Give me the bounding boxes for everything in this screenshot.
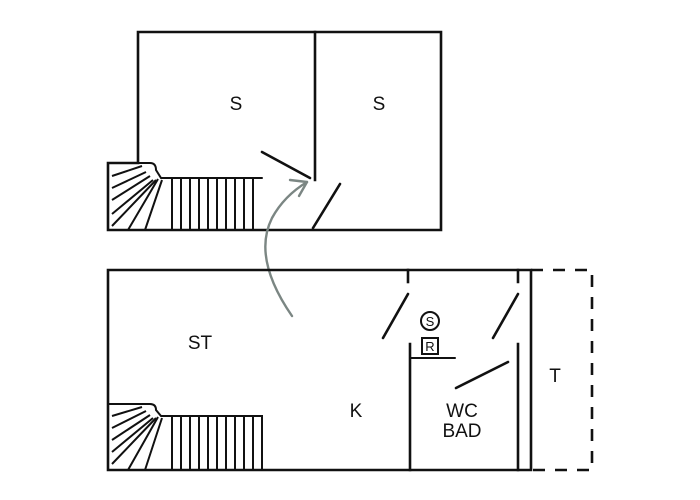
- upper-staircase: [107, 162, 263, 231]
- room-label-terrace: T: [549, 366, 561, 387]
- room-label-kitchen: K: [350, 401, 363, 422]
- room-label-bedroom-right: S: [373, 94, 386, 115]
- door-living-hall: [381, 292, 410, 340]
- utility-square-symbol: R: [421, 337, 439, 355]
- door-terrace: [491, 292, 520, 340]
- arrow-head: [288, 178, 309, 198]
- room-label-bedroom-left: S: [230, 94, 243, 115]
- upper-door-right: [311, 182, 342, 230]
- lower-staircase: [107, 403, 263, 471]
- upper-door-left: [260, 150, 312, 180]
- utility-circle-symbol: S: [420, 311, 440, 331]
- label-line: BAD: [442, 421, 481, 442]
- arrow-curve: [264, 180, 309, 318]
- label-line: WC: [446, 401, 478, 422]
- door-bathroom: [454, 360, 510, 390]
- room-label-living: ST: [188, 333, 213, 354]
- terrace-dashed-outline: [531, 268, 594, 472]
- symbol-label-circle: S: [426, 314, 435, 329]
- symbol-label-square: R: [425, 339, 434, 354]
- upper-floor-outer-walls: [106, 30, 443, 232]
- upper-floor: S S: [106, 30, 443, 232]
- connection-arrow: [264, 178, 309, 318]
